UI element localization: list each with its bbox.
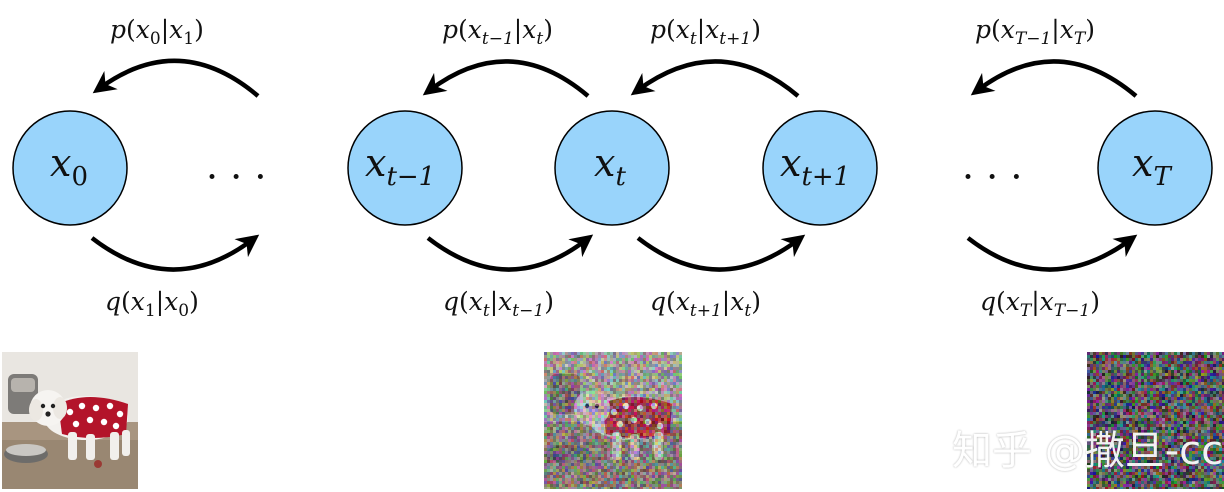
node-x-t-plus-1-circle bbox=[762, 110, 878, 226]
forward-arrow-x0-to-x1 bbox=[90, 234, 260, 272]
label-q-x1-given-x0: q(x1|x0) bbox=[105, 287, 199, 321]
reverse-arrow-xt-to-xtm1 bbox=[422, 59, 590, 98]
partial-noise-overlay bbox=[544, 352, 682, 489]
label-p-xTm1-given-xT: p(xT−1|xT) bbox=[975, 15, 1095, 49]
clean-dog-illustration bbox=[2, 352, 138, 489]
forward-arrow-xTm1-to-xT bbox=[966, 234, 1138, 272]
noisy-dog-image bbox=[544, 352, 682, 489]
label-p-x0-given-x1: p(x0|x1) bbox=[110, 15, 204, 49]
node-x-t-plus-1-label: xt+1 bbox=[780, 141, 850, 192]
reverse-arrow-xT-to-xTm1 bbox=[970, 59, 1138, 98]
label-q-xT-given-xTm1: q(xT|xT−1) bbox=[980, 287, 1100, 321]
node-x-T-circle bbox=[1097, 110, 1213, 226]
node-x-t-minus-1: xt−1 bbox=[347, 110, 463, 226]
node-x-T-label: xT bbox=[1132, 141, 1172, 192]
node-x-t-minus-1-circle bbox=[347, 110, 463, 226]
node-x-t: xt bbox=[554, 110, 670, 226]
reverse-arrow-x1-to-x0 bbox=[92, 58, 260, 98]
node-x0: x0 bbox=[12, 110, 128, 226]
zhihu-watermark: 知乎 @撒旦-cc bbox=[952, 428, 1224, 474]
node-x-t-minus-1-label: xt−1 bbox=[365, 141, 435, 192]
ellipsis-right: · · · bbox=[962, 155, 1022, 199]
node-x0-label: x0 bbox=[50, 141, 88, 192]
node-x0-circle bbox=[12, 110, 128, 226]
noisy-dog-illustration bbox=[544, 352, 682, 489]
label-p-xtm1-given-xt: p(xt−1|xt) bbox=[442, 15, 553, 49]
forward-arrow-xt-to-xtp1 bbox=[636, 234, 806, 272]
reverse-arrow-xtp1-to-xt bbox=[630, 59, 800, 98]
forward-arrow-xtm1-to-xt bbox=[426, 234, 594, 272]
node-x-T: xT bbox=[1097, 110, 1213, 226]
label-p-xt-given-xtp1: p(xt|xt+1) bbox=[650, 15, 761, 49]
clean-dog-image bbox=[2, 352, 138, 489]
pure-noise-overlay bbox=[1087, 352, 1224, 489]
node-x-t-plus-1: xt+1 bbox=[762, 110, 878, 226]
node-x-t-label: xt bbox=[594, 141, 626, 192]
node-x-t-circle bbox=[554, 110, 670, 226]
pure-noise-image bbox=[1087, 352, 1224, 489]
label-q-xtp1-given-xt: q(xt+1|xt) bbox=[650, 287, 761, 321]
label-q-xt-given-xtm1: q(xt|xt−1) bbox=[443, 287, 554, 321]
ellipsis-left: · · · bbox=[206, 155, 266, 199]
